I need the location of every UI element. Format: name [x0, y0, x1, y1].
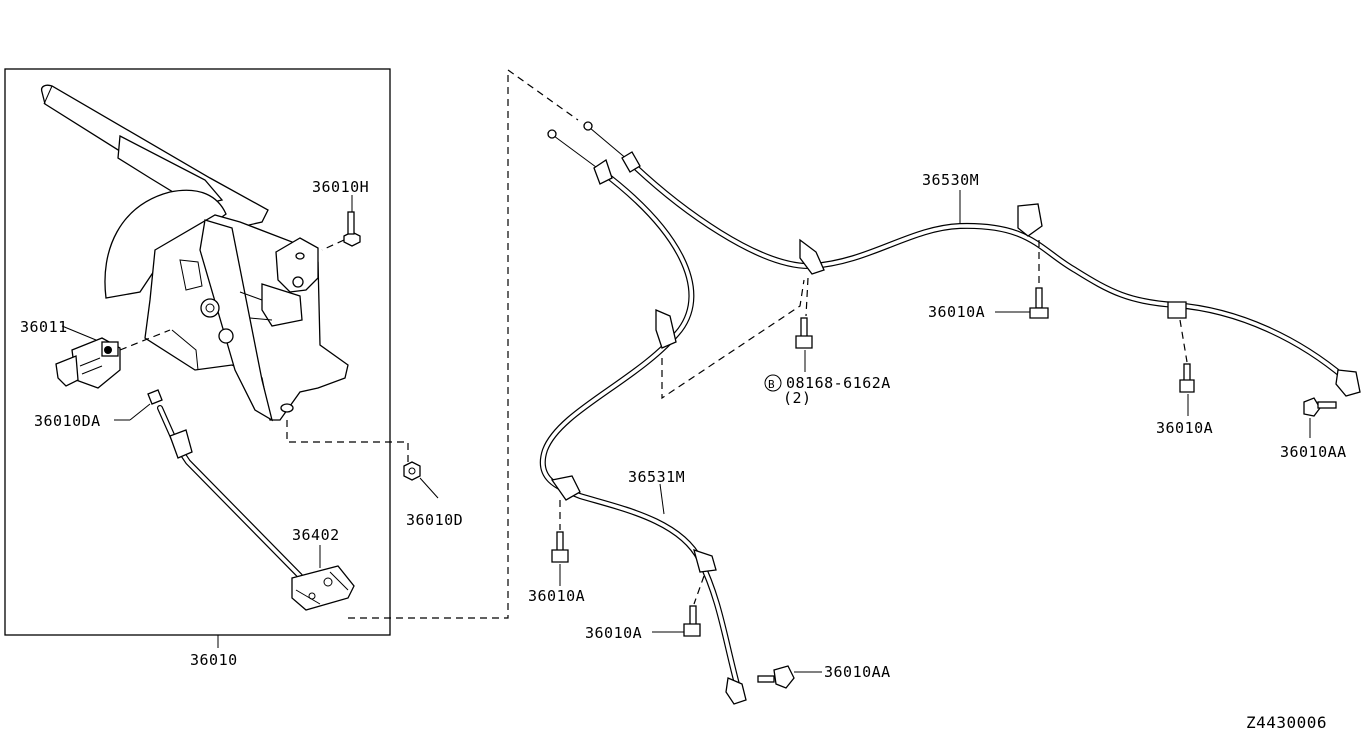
bolt-36010a-2[interactable]: [1179, 363, 1195, 393]
rod-36402[interactable]: [157, 405, 355, 611]
bolt-36010a-3[interactable]: [551, 531, 569, 563]
label-36010a-3[interactable]: 36010A: [528, 587, 585, 605]
bolt-symbol-circle: [764, 374, 782, 392]
bolt-36010a-1[interactable]: [1029, 287, 1049, 319]
label-36010a-4[interactable]: 36010A: [585, 624, 642, 642]
label-36010a-1[interactable]: 36010A: [928, 303, 985, 321]
assembly-frame: [4, 68, 391, 636]
cable-36531m[interactable]: [539, 129, 747, 705]
label-qty-2: (2): [783, 389, 812, 407]
bolt-36010h[interactable]: [343, 211, 361, 247]
label-36010a-2[interactable]: 36010A: [1156, 419, 1213, 437]
bolt-36010a-4[interactable]: [683, 605, 701, 637]
label-36530m[interactable]: 36530M: [922, 171, 979, 189]
label-36011[interactable]: 36011: [20, 318, 68, 336]
label-36010aa-1[interactable]: 36010AA: [1280, 443, 1347, 461]
label-36010d[interactable]: 36010D: [406, 511, 463, 529]
label-bolt-symbol: B: [768, 378, 775, 391]
brake-switch-36011[interactable]: [55, 337, 121, 389]
label-36010aa-2[interactable]: 36010AA: [824, 663, 891, 681]
bolt-08168-6162a[interactable]: [795, 317, 813, 349]
clip-36010da[interactable]: [147, 389, 163, 405]
bolt-36010aa-1[interactable]: [1303, 397, 1337, 417]
cable-36530m[interactable]: [583, 121, 1361, 397]
nut-36010d[interactable]: [403, 461, 421, 481]
label-36531m[interactable]: 36531M: [628, 468, 685, 486]
label-assembly[interactable]: 36010: [190, 651, 238, 669]
parking-brake-lever[interactable]: [40, 84, 349, 422]
label-36010h[interactable]: 36010H: [312, 178, 369, 196]
label-36010da[interactable]: 36010DA: [34, 412, 101, 430]
label-08168-6162a[interactable]: 08168-6162A: [786, 374, 891, 392]
bolt-36010aa-2[interactable]: [757, 665, 795, 689]
label-36402[interactable]: 36402: [292, 526, 340, 544]
diagram-id: Z4430006: [1246, 713, 1327, 732]
